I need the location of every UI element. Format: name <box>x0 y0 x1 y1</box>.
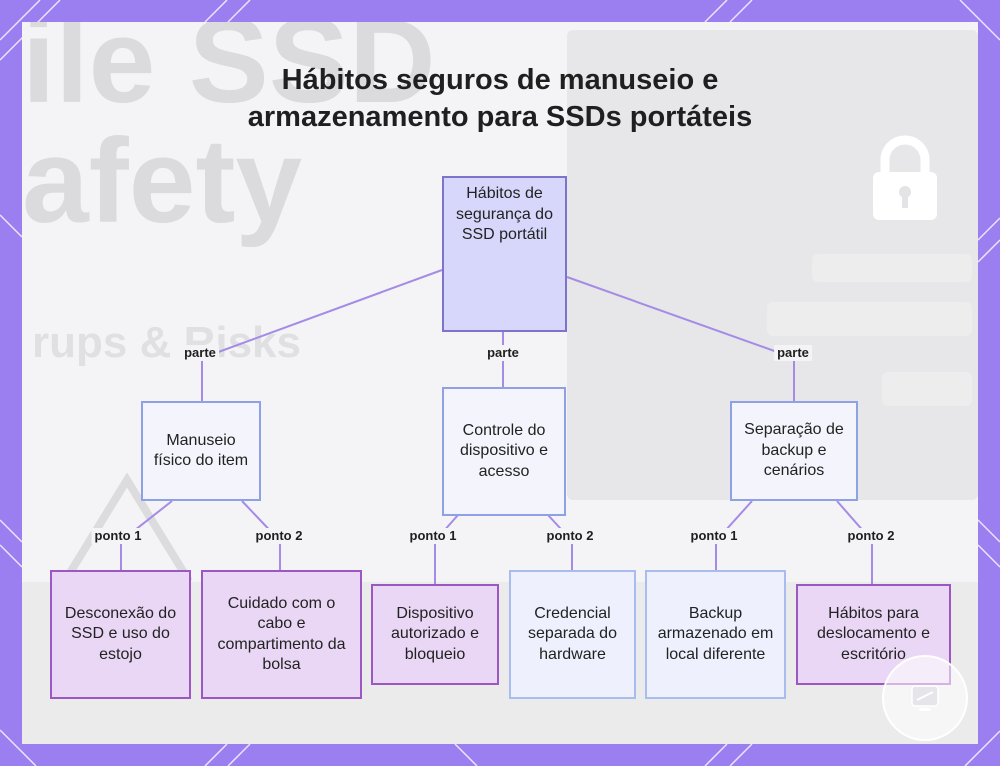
edge-label-point-1: ponto 1 <box>406 528 460 544</box>
leaf-node-label: Backup armazenado em local diferente <box>657 604 774 663</box>
leaf-node-control-point-2: Credencial separada do hardware <box>509 570 636 699</box>
edge-label-point-2: ponto 2 <box>543 528 597 544</box>
title-line-2: armazenamento para SSDs portáteis <box>247 101 753 133</box>
background-text-blur: ile SSD <box>22 22 436 128</box>
edge-root-handling <box>201 269 443 402</box>
root-node: Hábitos de segurança do SSD portátil <box>442 176 567 332</box>
leaf-node-label: Dispositivo autorizado e bloqueio <box>390 604 480 663</box>
edge-label-part: parte <box>484 345 522 361</box>
title-line-1: Hábitos seguros de manuseio e <box>281 64 719 96</box>
leaf-node-label: Credencial separada do hardware <box>528 604 617 663</box>
edge-control-p1 <box>434 514 459 585</box>
root-node-label: Hábitos de segurança do SSD portátil <box>456 185 553 243</box>
edge-label-point-1: ponto 1 <box>687 528 741 544</box>
background-text-blur: rups & Risks <box>32 318 301 367</box>
category-node-control: Controle do dispositivo e acesso <box>442 387 566 516</box>
leaf-node-label: Desconexão do SSD e uso do estojo <box>64 604 177 663</box>
edge-label-point-2: ponto 2 <box>252 528 306 544</box>
background-text-blur: afety <box>22 114 303 248</box>
edge-label-part: parte <box>181 345 219 361</box>
leaf-node-handling-point-1: Desconexão do SSD e uso do estojo <box>50 570 191 699</box>
diagram-card: ile SSD afety rups & Risks Hábitos segur… <box>22 22 978 744</box>
leaf-node-control-point-1: Dispositivo autorizado e bloqueio <box>371 584 499 685</box>
category-node-handling: Manuseio físico do item <box>141 401 261 501</box>
category-node-label: Separação de backup e cenários <box>744 421 844 480</box>
edge-root-backup <box>566 276 795 402</box>
category-node-backup: Separação de backup e cenários <box>730 401 858 501</box>
category-node-label: Manuseio físico do item <box>153 431 249 470</box>
background-shape <box>767 302 972 336</box>
watermark-badge-icon <box>882 655 968 741</box>
edge-label-point-2: ponto 2 <box>844 528 898 544</box>
background-shape <box>812 254 972 282</box>
category-node-label: Controle do dispositivo e acesso <box>459 421 549 480</box>
edge-label-point-1: ponto 1 <box>91 528 145 544</box>
background-shape <box>882 372 972 406</box>
lock-icon <box>873 135 937 220</box>
diagram-title: Hábitos seguros de manuseio e armazename… <box>22 62 978 136</box>
leaf-node-handling-point-2: Cuidado com o cabo e compartimento da bo… <box>201 570 362 699</box>
leaf-node-label: Hábitos para deslocamento e escritório <box>817 604 930 663</box>
edge-label-part: parte <box>774 345 812 361</box>
watermark-glyph-icon <box>911 685 939 711</box>
leaf-node-label: Cuidado com o cabo e compartimento da bo… <box>217 594 346 674</box>
leaf-node-backup-point-1: Backup armazenado em local diferente <box>645 570 786 699</box>
